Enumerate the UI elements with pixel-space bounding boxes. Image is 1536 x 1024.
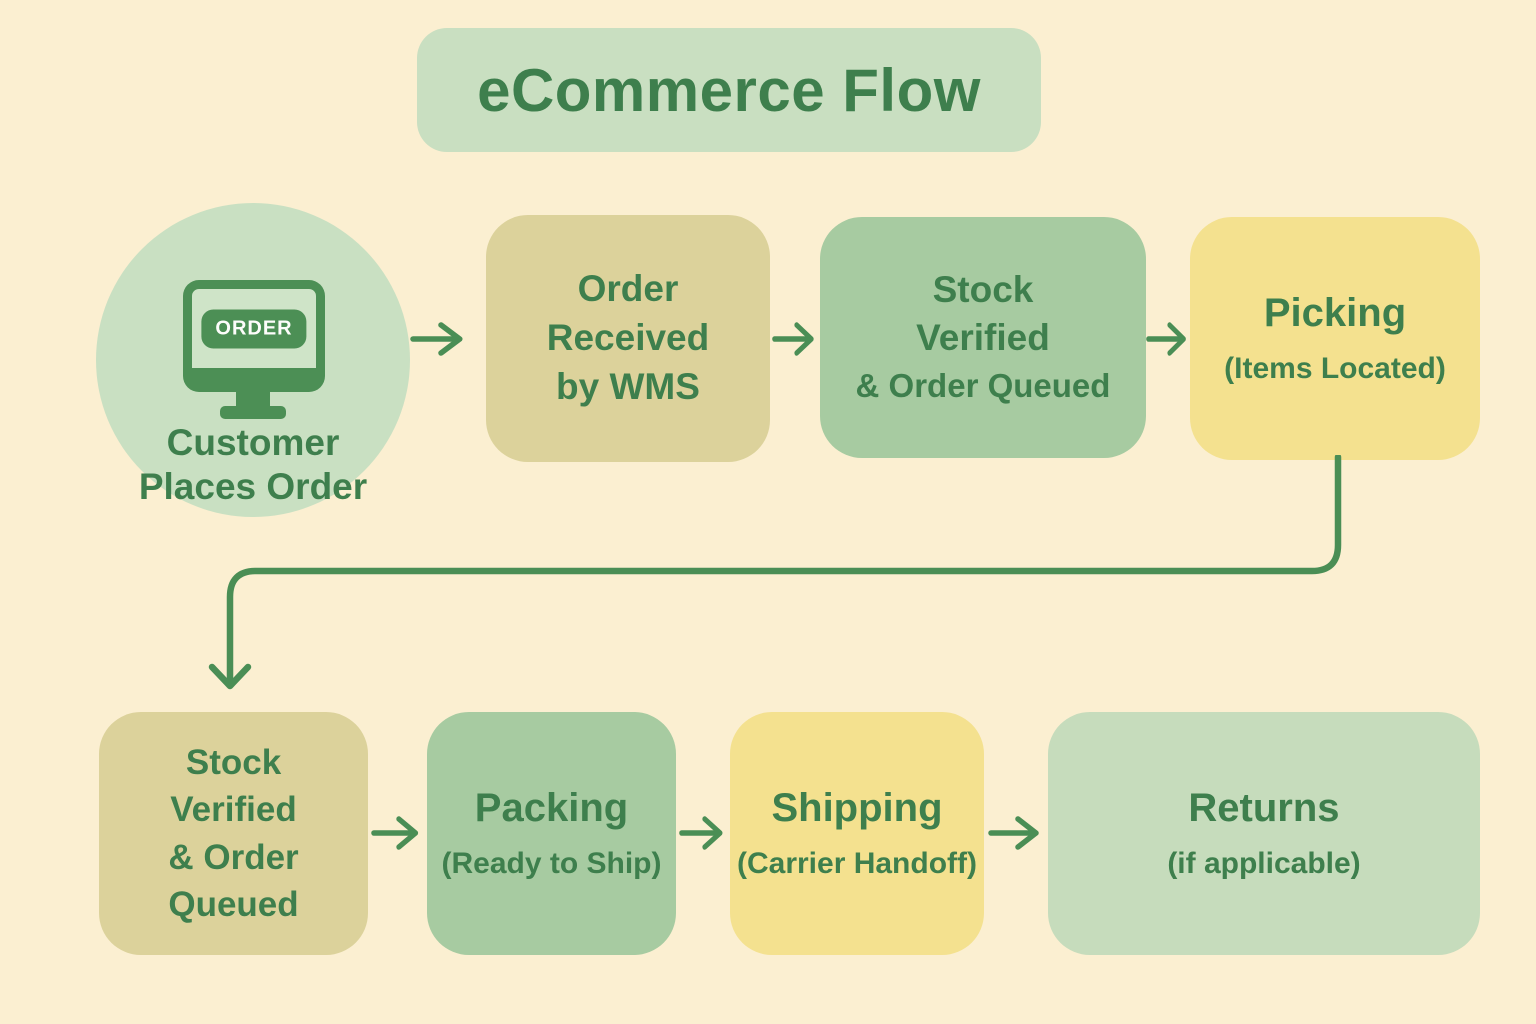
- label-line: Received: [546, 317, 710, 359]
- label-line: Stock: [185, 743, 282, 782]
- monitor-icon: ORDER: [183, 280, 325, 392]
- arrow-right-icon: [988, 814, 1044, 852]
- node-title: Picking: [1263, 290, 1407, 335]
- arrow-right-icon: [371, 814, 423, 852]
- elbow-connector-arrow: [200, 455, 1370, 710]
- label-line: Queued: [168, 884, 299, 924]
- node-subtitle: (Ready to Ship): [441, 846, 662, 880]
- node-subtitle: (if applicable): [1167, 846, 1361, 880]
- node-subtitle: (Carrier Handoff): [736, 846, 977, 880]
- node-stock-verified-top: Stock Verified & Order Queued: [820, 217, 1146, 458]
- label-line: & Order: [168, 837, 299, 877]
- diagram-title-pill: eCommerce Flow: [417, 28, 1041, 152]
- arrow-right-icon: [772, 320, 818, 358]
- node-order-received-by-wms: Order Received by WMS: [486, 215, 770, 462]
- node-title: Packing: [474, 785, 629, 830]
- node-picking: Picking (Items Located): [1190, 217, 1480, 460]
- monitor-stand-base: [220, 406, 286, 419]
- label-line: Customer: [166, 422, 340, 463]
- node-title: Returns: [1188, 785, 1340, 830]
- label-line: Stock: [932, 268, 1034, 310]
- node-subtitle: (Items Located): [1224, 351, 1446, 385]
- label-line: by WMS: [556, 365, 700, 407]
- node-label: Customer Places Order: [76, 421, 430, 510]
- monitor-stand-neck: [236, 392, 270, 408]
- arrow-right-icon: [410, 320, 468, 358]
- arrow-right-icon: [679, 814, 727, 852]
- label-line: Verified: [170, 790, 297, 830]
- node-stock-verified-bottom: Stock Verified & Order Queued: [99, 712, 368, 955]
- label-line: Places Order: [138, 466, 368, 508]
- label-line: & Order Queued: [855, 367, 1111, 405]
- node-customer-places-order: ORDER Customer Places Order: [96, 203, 410, 517]
- arrow-right-icon: [1146, 320, 1190, 358]
- node-returns: Returns (if applicable): [1048, 712, 1480, 955]
- order-button-label: ORDER: [201, 309, 307, 348]
- label-line: Verified: [916, 317, 1050, 359]
- node-packing: Packing (Ready to Ship): [427, 712, 676, 955]
- label-line: Order: [577, 268, 679, 310]
- diagram-title: eCommerce Flow: [477, 56, 981, 124]
- node-title: Shipping: [771, 785, 943, 830]
- node-shipping: Shipping (Carrier Handoff): [730, 712, 984, 955]
